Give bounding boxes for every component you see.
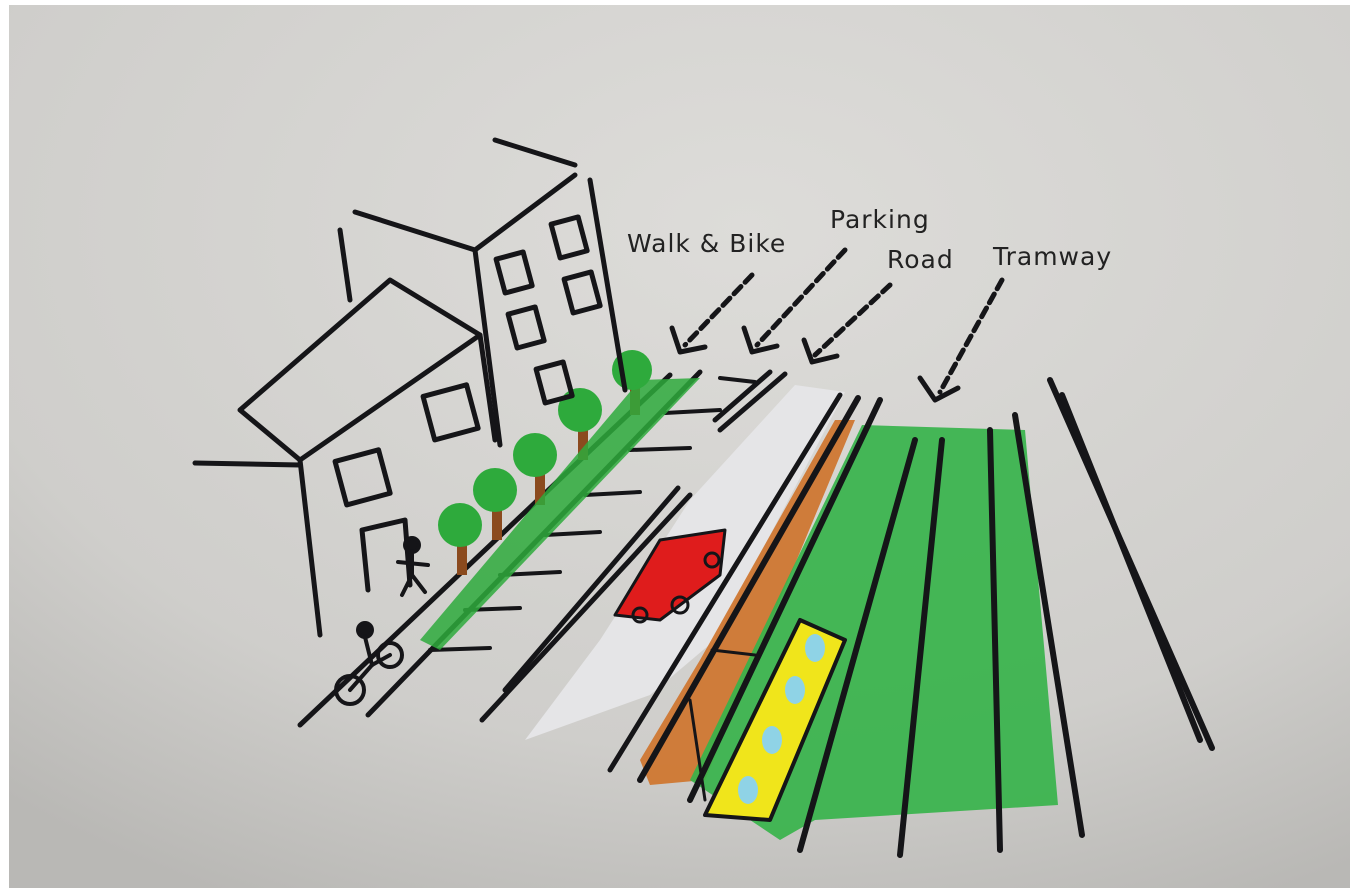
tram-window [805, 634, 825, 662]
label-road: Road [887, 245, 954, 274]
label-walk-bike: Walk & Bike [627, 229, 786, 258]
tram-window [738, 776, 758, 804]
label-tramway: Tramway [992, 242, 1112, 271]
label-parking: Parking [830, 205, 930, 234]
tram-window [785, 676, 805, 704]
tram-window [762, 726, 782, 754]
